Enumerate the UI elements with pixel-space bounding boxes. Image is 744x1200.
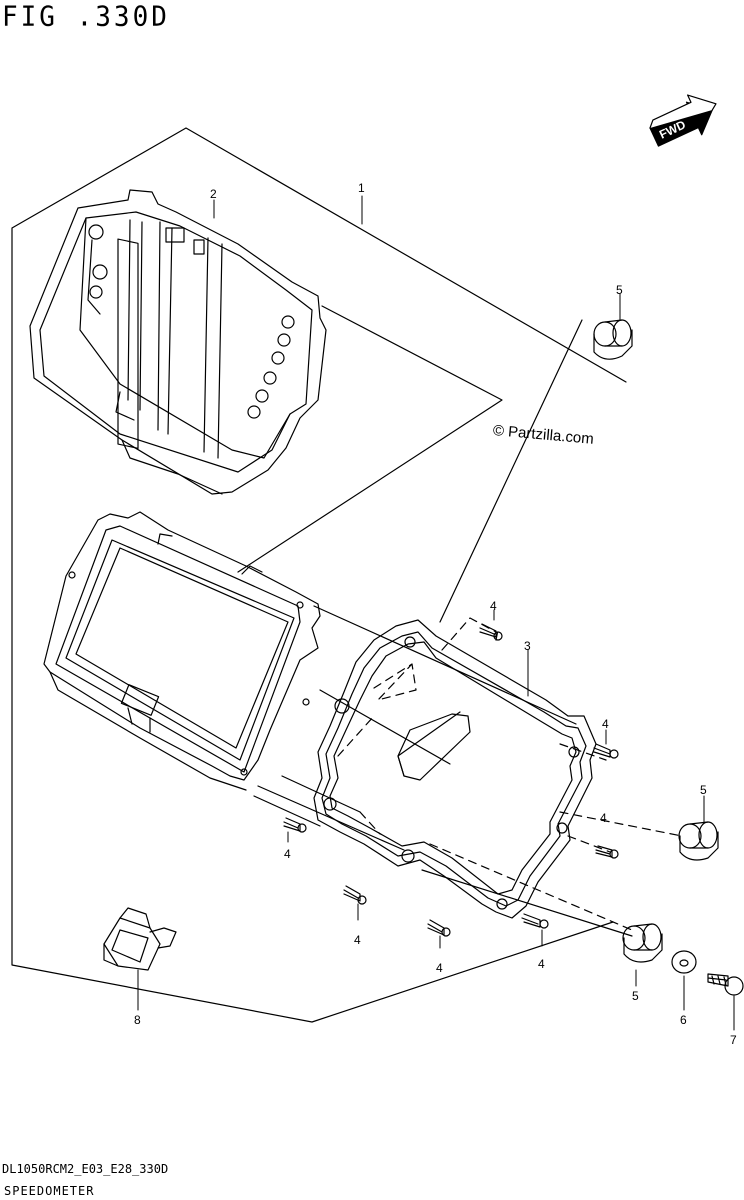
bolt xyxy=(707,973,744,996)
callout-4: 4 xyxy=(354,933,361,947)
callout-5: 5 xyxy=(616,283,623,297)
callout-6: 6 xyxy=(680,1013,687,1027)
callout-4: 4 xyxy=(538,957,545,971)
callout-labels: 1 2 3 4 4 4 4 4 4 4 5 5 5 6 7 8 xyxy=(134,181,737,1047)
screw xyxy=(343,885,367,905)
callout-1: 1 xyxy=(358,181,365,195)
screw xyxy=(521,913,549,929)
wire-coupler xyxy=(103,907,177,971)
meter-upper-cover xyxy=(29,189,327,495)
forward-direction-arrow-icon: FWD xyxy=(649,94,717,147)
screw xyxy=(595,845,619,859)
section-name: SPEEDOMETER xyxy=(4,1184,95,1198)
callout-4: 4 xyxy=(600,811,607,825)
rubber-cushion xyxy=(622,923,663,963)
rubber-cushion xyxy=(678,821,719,861)
callout-8: 8 xyxy=(134,1013,141,1027)
rubber-cushion xyxy=(593,319,633,360)
washer xyxy=(671,950,697,974)
assembly-boundary-outline xyxy=(11,127,627,1023)
screw xyxy=(479,623,503,641)
callout-7: 7 xyxy=(730,1033,737,1047)
model-code: DL1050RCM2_E03_E28_330D xyxy=(2,1162,169,1176)
callout-3: 3 xyxy=(524,639,531,653)
callout-4: 4 xyxy=(602,717,609,731)
callout-4: 4 xyxy=(284,847,291,861)
callout-leaders xyxy=(137,195,735,1031)
assembly-leader-lines xyxy=(237,305,633,937)
meter-lower-case xyxy=(313,619,597,919)
callout-4: 4 xyxy=(436,961,443,975)
screw xyxy=(283,817,307,833)
figure-title: FIG .330D xyxy=(2,1,170,33)
callout-5: 5 xyxy=(700,783,707,797)
meter-display-body xyxy=(43,511,321,791)
callout-2: 2 xyxy=(210,187,217,201)
screw xyxy=(427,919,451,937)
hidden-dashed-lines xyxy=(337,617,683,931)
screw xyxy=(593,743,619,759)
callout-5: 5 xyxy=(632,989,639,1003)
callout-4: 4 xyxy=(490,599,497,613)
